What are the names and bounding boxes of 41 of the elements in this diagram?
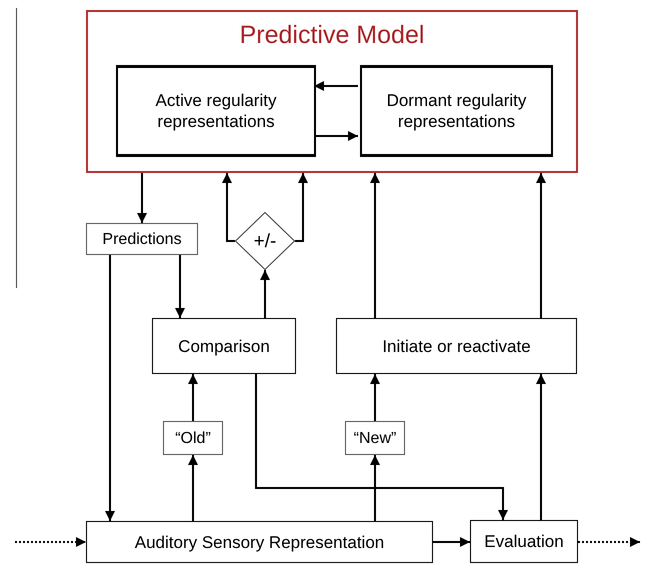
box-label: Auditory Sensory Representation xyxy=(134,532,384,552)
process-box xyxy=(152,318,296,374)
arrow xyxy=(295,173,308,242)
decision-diamond xyxy=(235,212,295,270)
arrow xyxy=(105,255,115,521)
model-frame xyxy=(86,10,578,173)
arrow xyxy=(188,455,198,521)
box-label: “New” xyxy=(354,428,396,448)
arrow xyxy=(370,374,380,421)
arrow xyxy=(536,173,546,318)
box-label: “Old” xyxy=(175,428,211,448)
arrow xyxy=(15,537,86,547)
arrow xyxy=(578,537,640,547)
arrow xyxy=(255,374,508,520)
arrow xyxy=(314,81,358,91)
box-label: Evaluation xyxy=(484,531,564,552)
arrow xyxy=(370,173,380,318)
arrow xyxy=(370,455,380,521)
arrow xyxy=(175,255,185,318)
box-label: Active regularity representations xyxy=(154,90,278,132)
process-box xyxy=(336,318,577,374)
process-box xyxy=(116,65,316,157)
box-label: Dormant regularity representations xyxy=(386,90,528,132)
frame-title: Predictive Model xyxy=(238,20,426,50)
arrow xyxy=(260,270,270,318)
arrow xyxy=(536,374,546,520)
process-box xyxy=(360,65,553,157)
box-label: Initiate or reactivate xyxy=(382,336,531,356)
process-box xyxy=(345,421,405,455)
box-label: Comparison xyxy=(178,336,270,356)
process-box xyxy=(163,421,223,455)
process-box xyxy=(86,223,198,255)
process-box xyxy=(86,521,433,563)
box-label: Predictions xyxy=(102,230,182,248)
sign-label: +/- xyxy=(254,232,276,250)
arrow xyxy=(314,131,358,141)
arrow xyxy=(222,173,235,242)
arrow xyxy=(188,374,198,421)
arrow xyxy=(433,537,470,547)
process-box xyxy=(470,520,578,563)
arrow xyxy=(137,173,147,223)
